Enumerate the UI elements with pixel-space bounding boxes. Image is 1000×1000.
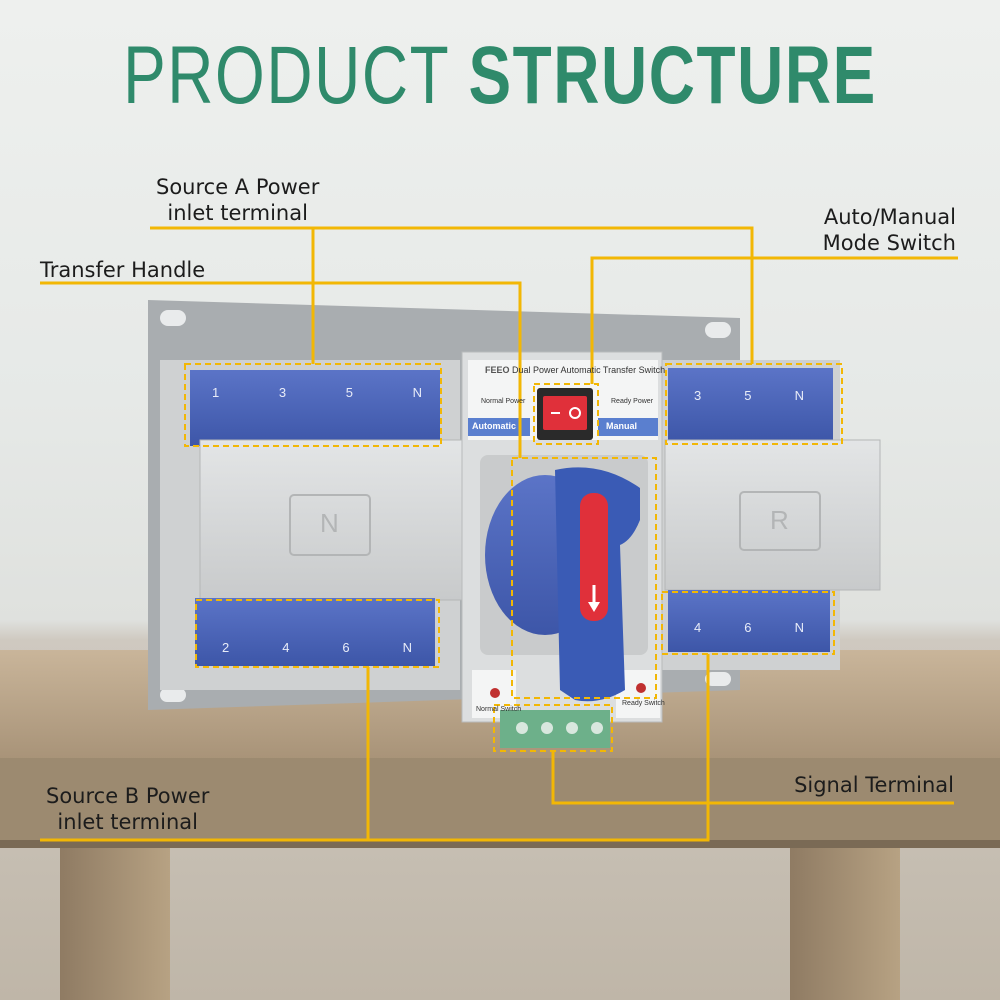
device-brand: FEEO [485,365,510,375]
title-light: PRODUCT [123,30,450,121]
label-source-b: Source B Power inlet terminal [46,783,209,835]
terminal-label: 5 [345,385,353,400]
label-source-a: Source A Power inlet terminal [156,174,319,226]
device-panel-title: Dual Power Automatic Transfer Switch [512,365,666,375]
terminals-top-left: 1 3 5 N [212,385,422,400]
label-mode-switch: Auto/Manual Mode Switch [823,204,956,256]
cover-right-letter: R [770,505,789,535]
signal-terminal-block [500,710,610,748]
terminal-label: N [402,640,412,655]
indicator-normal-switch: Normal Switch [476,706,522,713]
terminal-label: N [794,388,804,403]
mode-switch [537,388,593,440]
terminals-top-right: 3 5 N [694,388,804,403]
callout-lines [40,226,958,842]
terminal-label: 6 [342,640,350,655]
mode-manual-label: Manual [606,421,638,431]
wooden-table [0,650,1000,1000]
label-transfer-handle: Transfer Handle [40,258,206,282]
callout-boxes [184,363,843,752]
device-panel-text: FEEO Dual Power Automatic Transfer Switc… [485,365,665,375]
indicator-ready-switch: Ready Switch [622,700,665,707]
terminal-label: 4 [694,620,702,635]
transfer-handle [485,467,640,702]
terminal-label: N [794,620,804,635]
terminal-label: 4 [282,640,290,655]
label-mode-switch-line2: Mode Switch [822,231,956,255]
mode-auto-label: Automatic [472,421,517,431]
label-source-b-line2: inlet terminal [57,810,198,834]
terminal-label: 6 [744,620,752,635]
terminals-bottom-left: 2 4 6 N [222,640,412,655]
source-a-module [160,360,463,690]
source-b-module [660,360,881,670]
label-source-b-line1: Source B Power [46,784,210,808]
cover-left-letter: N [320,508,339,538]
terminal-label: 1 [212,385,220,400]
page-title: PRODUCT STRUCTURE [110,28,890,124]
indicator-normal-power: Normal Power [481,398,526,405]
terminal-label: N [412,385,422,400]
label-signal-terminal: Signal Terminal [794,773,954,797]
terminal-label: 3 [278,385,287,400]
title-bold: STRUCTURE [468,30,877,121]
label-mode-switch-line1: Auto/Manual [823,205,956,229]
label-source-a-line1: Source A Power [156,175,320,199]
indicator-ready-power: Ready Power [611,398,654,405]
terminals-bottom-right: 4 6 N [694,620,804,635]
terminal-label: 3 [694,388,702,403]
label-source-a-line2: inlet terminal [167,201,308,225]
terminal-label: 2 [222,640,230,655]
terminal-label: 5 [744,388,752,403]
